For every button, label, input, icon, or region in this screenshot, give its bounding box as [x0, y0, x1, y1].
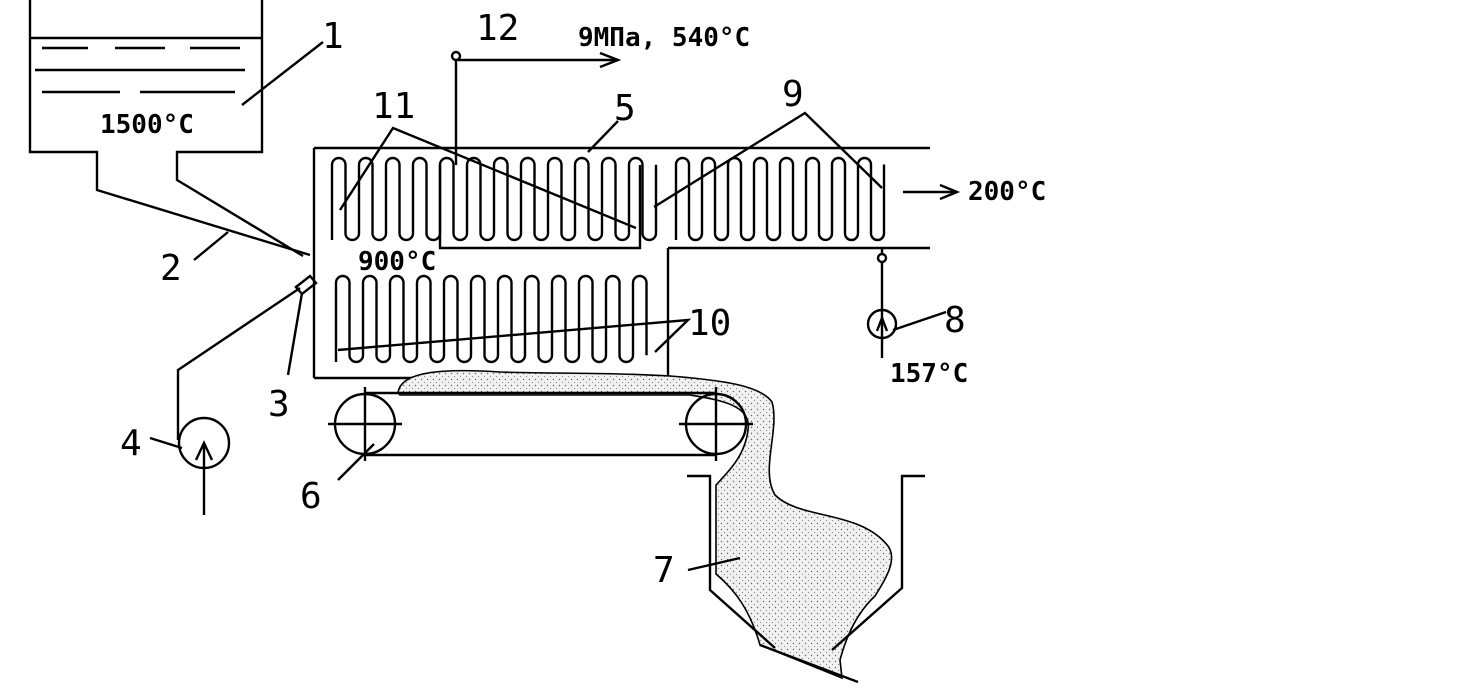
- label-7: 7: [653, 550, 675, 591]
- gas-and-feedwater-lines: [866, 183, 961, 358]
- label-12: 12: [476, 8, 519, 49]
- label-1: 1: [322, 16, 344, 57]
- heat-exchanger-coils: [330, 156, 886, 364]
- coil-upper-left: [330, 156, 658, 242]
- chamber-temperature: 900°C: [358, 247, 436, 277]
- feedwater-temperature: 157°C: [890, 359, 968, 389]
- steam-outlet-line: [438, 50, 642, 250]
- conveyor: [328, 387, 753, 461]
- label-2: 2: [160, 248, 182, 289]
- steam-parameters: 9МПа, 540°C: [578, 23, 750, 53]
- label-6: 6: [300, 476, 322, 517]
- value-labels: 1500°C 900°C 9МПа, 540°C 200°C 157°C: [100, 23, 1046, 389]
- leader-lines: [149, 41, 947, 572]
- granulate-layer: [397, 369, 893, 680]
- label-11: 11: [372, 86, 415, 127]
- label-5: 5: [614, 88, 636, 129]
- coil-right: [674, 156, 886, 242]
- hopper: [687, 474, 925, 684]
- gas-outlet-temperature: 200°C: [968, 177, 1046, 207]
- label-4: 4: [120, 423, 142, 464]
- callout-numbers: 1 2 3 4 5 6 7 8 9 10 11 12: [120, 8, 966, 591]
- melt-temperature: 1500°C: [100, 110, 194, 140]
- label-9: 9: [782, 74, 804, 115]
- label-8: 8: [944, 300, 966, 341]
- label-3: 3: [268, 384, 290, 425]
- label-10: 10: [688, 303, 731, 344]
- nozzle-and-pump: [176, 274, 318, 515]
- coil-lower: [334, 274, 648, 364]
- melt-tank: [28, 0, 311, 258]
